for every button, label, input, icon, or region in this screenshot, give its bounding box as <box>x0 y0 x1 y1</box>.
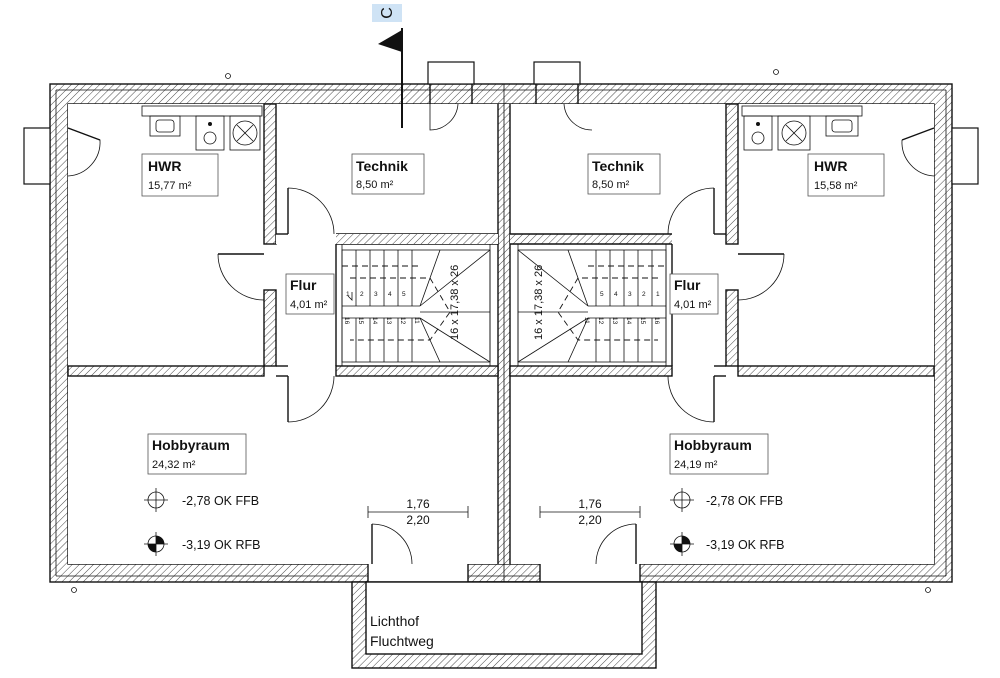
lichthof-sublabel: Fluchtweg <box>370 633 434 649</box>
room-label-hwr-left: HWR 15,77 m² <box>141 153 219 197</box>
svg-text:16: 16 <box>653 317 660 325</box>
staircase-left: 1 2 3 4 5 16 15 14 13 12 11 16 x 17,38 x… <box>341 249 491 363</box>
opening-left: 1,76 2,20 <box>367 497 469 582</box>
room-name: Technik <box>592 158 644 174</box>
room-area: 15,58 m² <box>814 180 858 192</box>
level-text: -3,19 OK RFB <box>706 538 785 552</box>
opening-width: 1,76 <box>406 497 430 511</box>
svg-text:14: 14 <box>371 317 378 325</box>
room-area: 8,50 m² <box>356 179 394 191</box>
svg-text:5: 5 <box>402 291 406 298</box>
level-text: -3,19 OK RFB <box>182 538 261 552</box>
room-name: HWR <box>814 158 847 174</box>
svg-text:4: 4 <box>388 291 392 298</box>
survey-points <box>71 69 931 593</box>
level-marker-rfb-left: -3,19 OK RFB <box>144 532 261 556</box>
room-label-technik-right: Technik 8,50 m² <box>587 153 661 195</box>
lichthof-label: Lichthof <box>370 613 419 629</box>
level-text: -2,78 OK FFB <box>706 494 783 508</box>
window-right-side <box>901 127 979 185</box>
room-label-hwr-right: HWR 15,58 m² <box>807 153 885 197</box>
party-wall <box>497 84 511 582</box>
svg-text:15: 15 <box>639 317 646 325</box>
doors-right <box>667 187 785 423</box>
svg-text:13: 13 <box>611 317 618 325</box>
room-label-flur-left: Flur 4,01 m² <box>285 273 335 315</box>
level-marker-ffb-right: -2,78 OK FFB <box>670 488 783 512</box>
room-name: Flur <box>290 277 317 293</box>
fixtures-right <box>741 105 863 151</box>
svg-text:1: 1 <box>656 291 660 298</box>
window-left-side <box>23 127 101 185</box>
svg-text:3: 3 <box>374 291 378 298</box>
interior-walls-left <box>67 103 499 377</box>
opening-height: 2,20 <box>406 513 430 527</box>
svg-text:11: 11 <box>583 317 590 324</box>
opening-height: 2,20 <box>578 513 602 527</box>
section-marker: C <box>372 4 403 128</box>
room-name: Technik <box>356 158 408 174</box>
room-area: 24,32 m² <box>152 459 196 471</box>
svg-text:14: 14 <box>625 317 632 325</box>
svg-text:3: 3 <box>628 291 632 298</box>
stair-right-label: 16 x 17,38 x 26 <box>533 265 545 340</box>
svg-text:16: 16 <box>343 317 350 325</box>
svg-text:12: 12 <box>597 317 604 325</box>
opening-width: 1,76 <box>578 497 602 511</box>
svg-text:2: 2 <box>360 291 364 298</box>
window-top-left <box>427 61 475 131</box>
room-area: 4,01 m² <box>674 299 712 311</box>
svg-text:11: 11 <box>413 317 420 324</box>
room-label-hobby-left: Hobbyraum 24,32 m² <box>147 433 247 475</box>
svg-text:4: 4 <box>614 291 618 298</box>
room-name: Hobbyraum <box>674 437 752 453</box>
level-marker-ffb-left: -2,78 OK FFB <box>144 488 259 512</box>
staircase-right: 1 2 3 4 5 16 15 14 13 12 11 16 x 17,38 x… <box>517 249 667 363</box>
svg-text:15: 15 <box>357 317 364 325</box>
room-name: Flur <box>674 277 701 293</box>
window-top-right <box>533 61 593 131</box>
section-marker-label: C <box>379 7 396 19</box>
lichthof: Lichthof Fluchtweg <box>351 581 657 669</box>
svg-text:5: 5 <box>600 291 604 298</box>
stair-left-label: 16 x 17,38 x 26 <box>449 265 461 340</box>
room-label-hobby-right: Hobbyraum 24,19 m² <box>669 433 769 475</box>
svg-text:12: 12 <box>399 317 406 325</box>
room-area: 15,77 m² <box>148 180 192 192</box>
doors-left <box>217 187 335 423</box>
level-marker-rfb-right: -3,19 OK RFB <box>670 532 785 556</box>
room-label-flur-right: Flur 4,01 m² <box>669 273 719 315</box>
svg-text:2: 2 <box>642 291 646 298</box>
svg-text:1: 1 <box>346 291 350 298</box>
opening-right: 1,76 2,20 <box>539 497 641 582</box>
level-text: -2,78 OK FFB <box>182 494 259 508</box>
room-area: 8,50 m² <box>592 179 630 191</box>
svg-text:13: 13 <box>385 317 392 325</box>
room-area: 4,01 m² <box>290 299 328 311</box>
fixtures-left <box>141 105 263 151</box>
room-area: 24,19 m² <box>674 459 718 471</box>
room-label-technik-left: Technik 8,50 m² <box>351 153 425 195</box>
room-name: HWR <box>148 158 181 174</box>
room-name: Hobbyraum <box>152 437 230 453</box>
